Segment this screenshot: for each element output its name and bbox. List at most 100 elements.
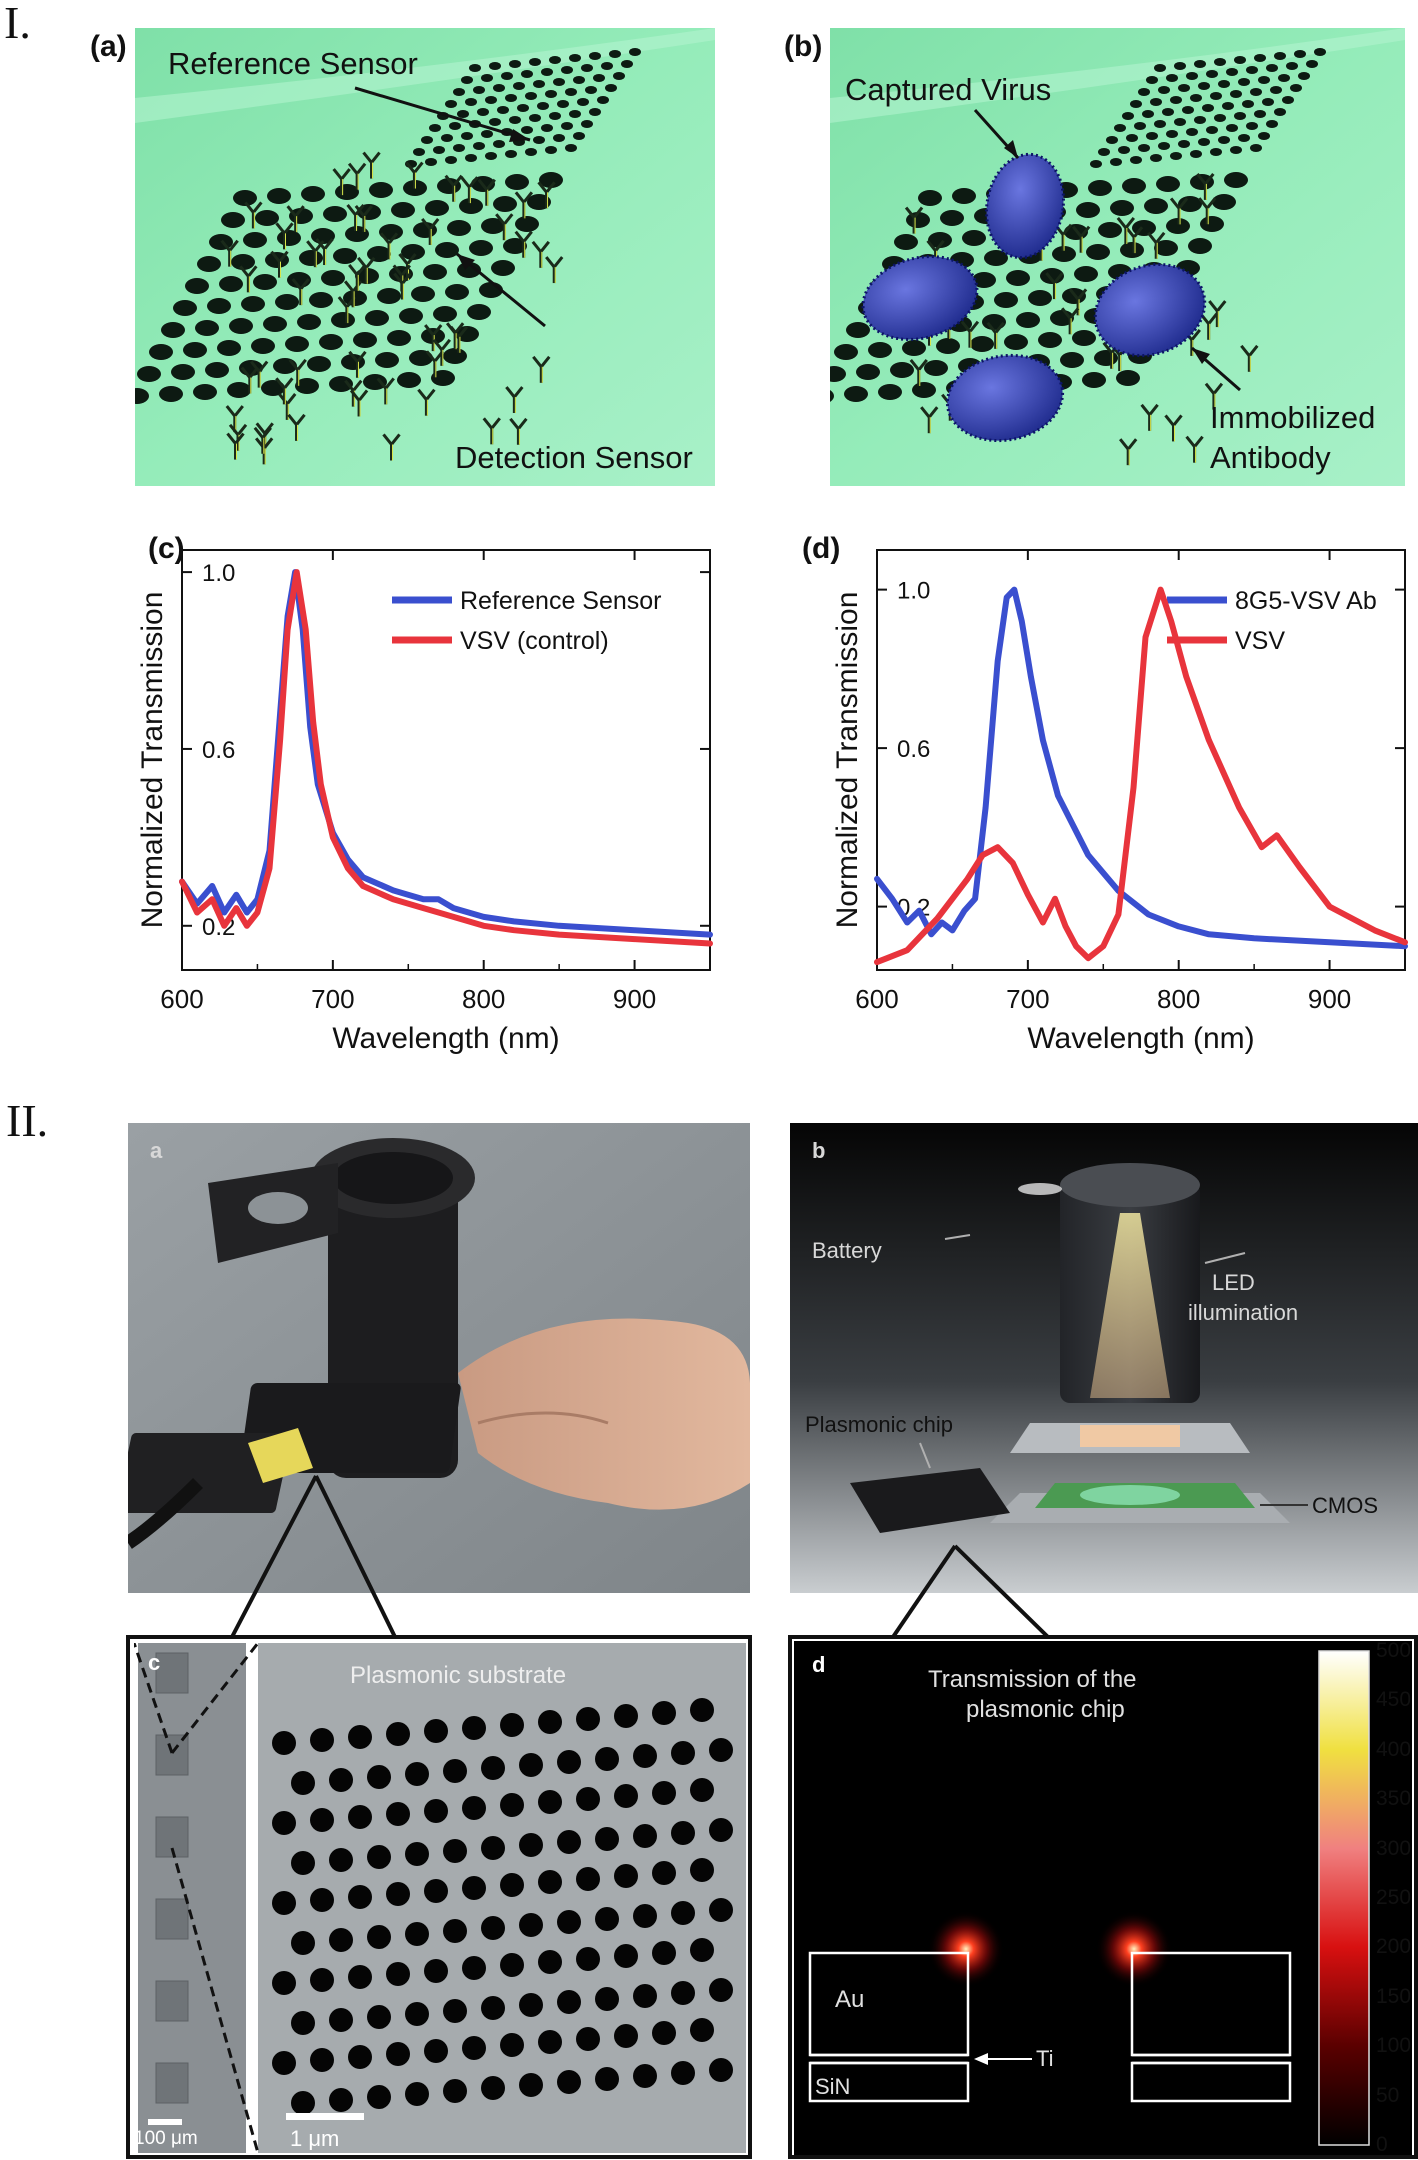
ti-label: Ti xyxy=(1036,2046,1054,2071)
nanohole xyxy=(595,1987,619,2011)
nanohole xyxy=(962,230,986,246)
led-label-1: LED xyxy=(1212,1270,1255,1295)
nanohole xyxy=(473,142,485,150)
nanohole xyxy=(652,1941,676,1965)
nanohole xyxy=(443,2079,467,2103)
nanohole xyxy=(424,1879,448,1903)
series-line-2 xyxy=(179,569,713,947)
nanohole xyxy=(424,1799,448,1823)
nanohole xyxy=(1182,106,1194,114)
nanohole xyxy=(455,326,479,342)
nanohole xyxy=(413,148,425,156)
nanohole xyxy=(231,254,255,270)
nanohole xyxy=(545,90,557,98)
nanohole xyxy=(219,276,243,292)
plot-frame xyxy=(181,549,711,971)
plasmonic-substrate-label: Plasmonic substrate xyxy=(350,1662,567,1689)
nanohole xyxy=(1226,68,1238,76)
nanohole xyxy=(633,1984,657,2008)
nanohole xyxy=(405,2002,429,2026)
nanohole xyxy=(527,194,551,210)
nanohole xyxy=(1114,124,1126,132)
nanohole xyxy=(1166,74,1178,82)
legend-label-1: Reference Sensor xyxy=(460,587,662,615)
nanohole xyxy=(500,1873,524,1897)
nanohole xyxy=(485,96,497,104)
nanohole xyxy=(500,1953,524,1977)
nanohole xyxy=(1158,142,1170,150)
antibody-y xyxy=(514,230,533,258)
colorbar-tick-label: 200 xyxy=(1376,1935,1412,1959)
nanohole xyxy=(1146,132,1158,140)
nanohole xyxy=(185,278,209,294)
antibody-y xyxy=(379,232,399,260)
nanohole xyxy=(589,108,601,116)
nanohole xyxy=(159,386,183,402)
nanohole xyxy=(1212,194,1236,210)
nanohole xyxy=(1254,54,1266,62)
nanohole xyxy=(1274,108,1286,116)
plasmonic-chip-in-device xyxy=(248,1428,313,1483)
nanohole xyxy=(561,66,573,74)
nanohole xyxy=(405,1762,429,1786)
x-tick-label: 600 xyxy=(160,984,203,1014)
panel-d2-letter: d xyxy=(812,1652,826,1677)
nanohole xyxy=(445,284,469,300)
nanohole xyxy=(576,2027,600,2051)
nanohole xyxy=(1214,114,1226,122)
nanohole xyxy=(557,100,569,108)
nanohole xyxy=(1170,152,1182,160)
nanohole xyxy=(519,1753,543,1777)
panel-a-letter: (a) xyxy=(90,30,127,63)
nanohole xyxy=(310,1888,334,1912)
legend-label-2: VSV xyxy=(1235,627,1285,655)
antibody-y xyxy=(1204,382,1224,410)
nanohole xyxy=(1154,120,1166,128)
nanohole xyxy=(519,1913,543,1937)
panel-a2-letter: a xyxy=(150,1138,163,1163)
nanohole xyxy=(595,2067,619,2091)
y-axis-label: Normalized Transmission xyxy=(136,592,169,929)
nanohole xyxy=(984,250,1008,266)
nanohole xyxy=(541,68,553,76)
nanohole xyxy=(291,1851,315,1875)
structure-outline xyxy=(808,1951,1292,2103)
nanohole xyxy=(709,1978,733,2002)
antibody-y xyxy=(1060,307,1080,335)
nanohole xyxy=(348,1725,372,1749)
nanohole xyxy=(453,88,465,96)
antibody-y xyxy=(509,417,528,445)
sem-nanoholes xyxy=(272,1698,733,2115)
nanohole xyxy=(1006,270,1030,286)
nanohole xyxy=(291,2091,315,2115)
nanohole xyxy=(538,1950,562,1974)
nanohole xyxy=(1242,100,1254,108)
nanohole xyxy=(541,124,553,132)
nanohole xyxy=(421,136,433,144)
nanohole xyxy=(1290,84,1302,92)
nanohole xyxy=(481,1836,505,1860)
nanohole xyxy=(329,1848,353,1872)
antibody-y xyxy=(348,350,367,378)
nanohole xyxy=(890,362,914,378)
nanohole xyxy=(429,124,441,132)
nanohole xyxy=(952,188,976,204)
nanohole xyxy=(549,112,561,120)
reference-sensor-holes xyxy=(405,48,641,168)
nanohole xyxy=(1282,96,1294,104)
nanohole xyxy=(553,134,565,142)
nanohole xyxy=(329,1768,353,1792)
nanohole xyxy=(1120,242,1144,258)
nanohole xyxy=(481,218,505,234)
antibody-y xyxy=(432,338,452,366)
antibody-y xyxy=(393,272,412,300)
nanohole xyxy=(1028,290,1052,306)
nanohole xyxy=(652,2021,676,2045)
nanohole xyxy=(193,384,217,400)
cmos-label: CMOS xyxy=(1312,1493,1378,1518)
sim-d-illustration xyxy=(794,1641,1412,2155)
nanohole xyxy=(183,342,207,358)
nanohole xyxy=(310,1968,334,1992)
nanohole xyxy=(972,272,996,288)
nanohole xyxy=(1214,58,1226,66)
